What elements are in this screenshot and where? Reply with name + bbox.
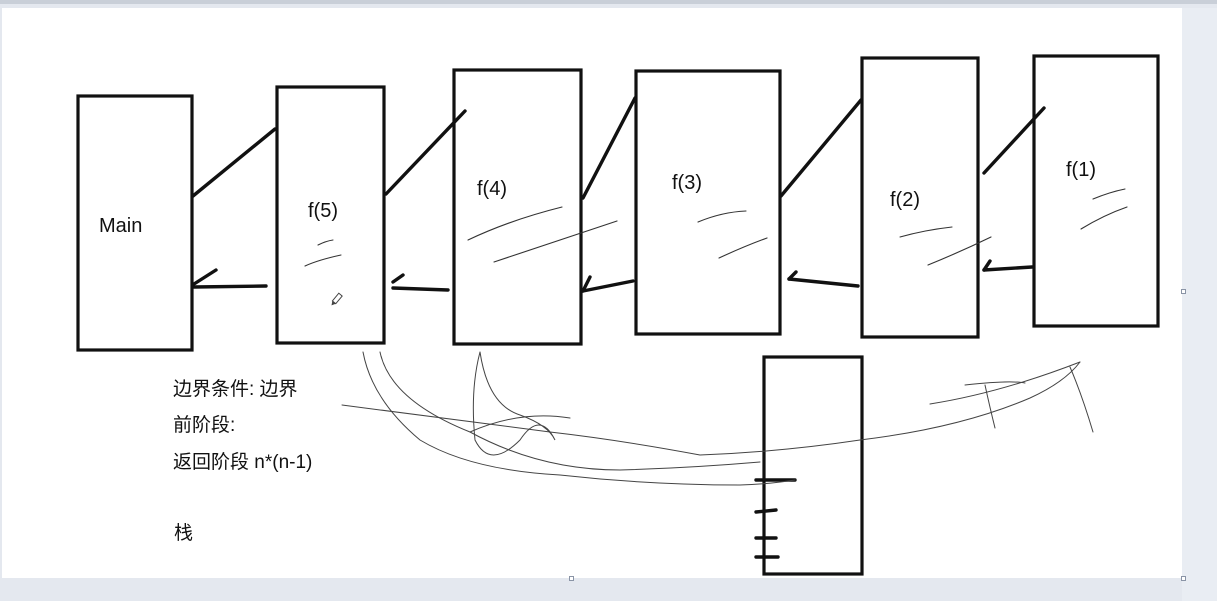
return-line-f5-main [192,284,268,289]
stack-ticks [754,478,797,559]
stack-box[interactable] [762,355,864,576]
box-f4[interactable] [452,68,583,346]
return-line-f2-f3 [787,277,860,288]
resize-handle-right[interactable] [1181,289,1186,294]
note-forward-phase: 前阶段: [173,415,236,436]
freehand-scribble [341,351,1094,486]
resize-handle-bottom[interactable] [569,576,574,581]
call-line-f5-f4 [384,109,467,196]
box-f3[interactable] [634,69,782,336]
resize-handle-corner[interactable] [1181,576,1186,581]
return-arrow-main [192,268,218,286]
call-line-main-f5 [191,127,277,198]
box-main[interactable] [76,94,194,352]
return-line-f3-f4 [581,279,635,293]
box-scribbles [304,188,1128,267]
box-label-main: Main [99,215,143,237]
return-arrow-f3 [787,270,798,281]
note-boundary-condition: 边界条件: 边界 [173,379,298,400]
call-line-f4-f3 [581,96,637,200]
box-label-f2: f(2) [890,189,920,211]
box-f1[interactable] [1032,54,1160,328]
box-label-f3: f(3) [672,172,702,194]
box-f5[interactable] [275,85,386,345]
return-line-f1-f2 [982,265,1034,272]
top-edge [0,0,1217,4]
canvas-page [2,8,1182,578]
call-line-f3-f2 [779,98,863,198]
note-stack: 栈 [174,523,194,544]
note-return-phase: 返回阶段 n*(n-1) [173,452,313,473]
return-arrow-f4 [581,275,592,293]
return-arrow-f5 [391,273,405,284]
box-label-f5: f(5) [308,200,338,222]
box-f2[interactable] [860,56,980,339]
return-arrow-f2 [982,259,992,272]
box-label-f4: f(4) [477,178,507,200]
pencil-icon [331,292,343,306]
box-label-f1: f(1) [1066,159,1096,181]
right-margin [1182,8,1217,601]
return-line-f4-f5 [391,286,450,292]
call-line-f2-f1 [982,106,1046,175]
